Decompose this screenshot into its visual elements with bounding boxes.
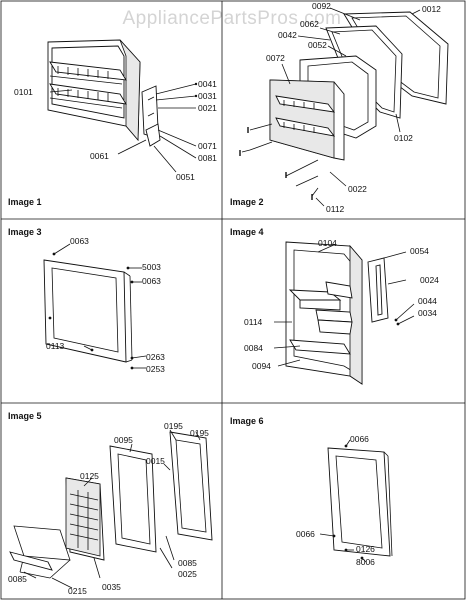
image-5-label-0035: 0035 bbox=[102, 582, 121, 592]
image-5-label-0025: 0025 bbox=[178, 569, 197, 579]
panel-4-title: Image 4 bbox=[230, 227, 264, 237]
panel-2-title: Image 2 bbox=[230, 197, 264, 207]
image-6-label-8006: 8006 bbox=[356, 557, 375, 567]
image-1-label-0021: 0021 bbox=[198, 103, 217, 113]
image-4-drawing bbox=[273, 241, 415, 385]
image-2-label-0072: 0072 bbox=[266, 53, 285, 63]
panel-1-title: Image 1 bbox=[8, 197, 42, 207]
image-1-label-0081: 0081 bbox=[198, 153, 217, 163]
image-5-label-0085-left: 0085 bbox=[8, 574, 27, 584]
image-4-label-0104: 0104 bbox=[318, 238, 337, 248]
image-1-label-0101: 0101 bbox=[14, 87, 33, 97]
image-1-label-0031: 0031 bbox=[198, 91, 217, 101]
image-3-label-0063: 0063 bbox=[142, 276, 161, 286]
image-3-label-0113: 0113 bbox=[46, 341, 65, 351]
image-5-label-0085-right: 0085 bbox=[178, 558, 197, 568]
image-4-label-0024: 0024 bbox=[420, 275, 439, 285]
image-5-label-0015: 0015 bbox=[146, 456, 165, 466]
image-1-label-0061: 0061 bbox=[90, 151, 109, 161]
image-1-drawing bbox=[47, 39, 198, 173]
image-3-label-5003: 5003 bbox=[142, 262, 161, 272]
image-2-drawing bbox=[239, 7, 449, 207]
image-2-label-0092: 0092 bbox=[312, 1, 331, 11]
image-3-drawing bbox=[43, 243, 147, 370]
image-2-label-0022: 0022 bbox=[348, 184, 367, 194]
image-5-label-0195-right: 0195 bbox=[190, 428, 209, 438]
image-1-label-0051: 0051 bbox=[176, 172, 195, 182]
image-2-label-0012: 0012 bbox=[422, 4, 441, 14]
image-2-label-0062: 0062 bbox=[300, 19, 319, 29]
image-3-label-0253: 0253 bbox=[146, 364, 165, 374]
image-4-label-0114: 0114 bbox=[244, 317, 263, 327]
image-1-label-0071: 0071 bbox=[198, 141, 217, 151]
image-2-label-0112: 0112 bbox=[326, 204, 345, 214]
image-4-label-0034: 0034 bbox=[418, 308, 437, 318]
image-4-label-0044: 0044 bbox=[418, 296, 437, 306]
image-6-label-0066: 0066 bbox=[296, 529, 315, 539]
image-1-label-0041: 0041 bbox=[198, 79, 217, 89]
image-3-label-0063-top: 0063 bbox=[70, 236, 89, 246]
panel-6-title: Image 6 bbox=[230, 416, 264, 426]
image-5-label-0095: 0095 bbox=[114, 435, 133, 445]
watermark-text: AppliancePartsPros.com bbox=[122, 8, 341, 29]
image-2-label-0052: 0052 bbox=[308, 40, 327, 50]
image-5-label-0125: 0125 bbox=[80, 471, 99, 481]
image-4-label-0054: 0054 bbox=[410, 246, 429, 256]
image-3-label-0263: 0263 bbox=[146, 352, 165, 362]
image-6-label-0066-top: 0066 bbox=[350, 434, 369, 444]
image-4-label-0084: 0084 bbox=[244, 343, 263, 353]
image-5-label-0195-left: 0195 bbox=[164, 421, 183, 431]
image-6-drawing bbox=[319, 439, 393, 563]
image-5-drawing bbox=[9, 429, 213, 589]
image-2-label-0042: 0042 bbox=[278, 30, 297, 40]
image-5-label-0215: 0215 bbox=[68, 586, 87, 596]
image-6-label-0126: 0126 bbox=[356, 544, 375, 554]
panel-5-title: Image 5 bbox=[8, 411, 42, 421]
image-4-label-0094: 0094 bbox=[252, 361, 271, 371]
image-2-label-0102: 0102 bbox=[394, 133, 413, 143]
panel-3-title: Image 3 bbox=[8, 227, 42, 237]
